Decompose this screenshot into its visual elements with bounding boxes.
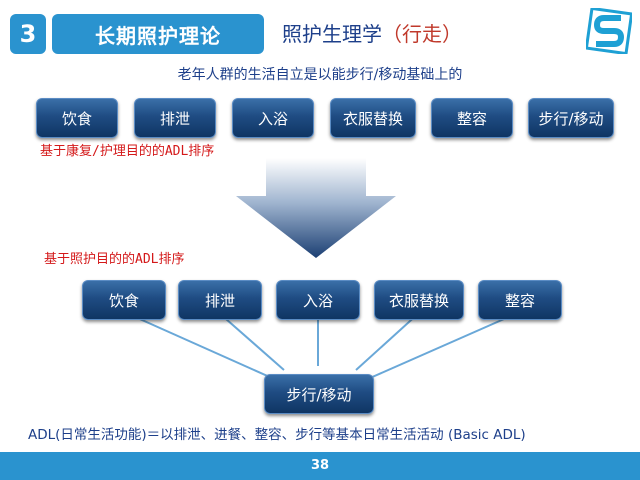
down-arrow-icon: [236, 158, 396, 258]
logo-icon: [586, 8, 632, 54]
page-title-highlight: （行走）: [382, 22, 462, 46]
adl-top-walking: 步行/移动: [528, 98, 614, 138]
adl-bottom-eating: 饮食: [82, 280, 166, 320]
page-title-main: 照护生理学: [282, 22, 382, 46]
section-number-badge: 3: [10, 14, 46, 54]
subheading: 老年人群的生活自立是以能步行/移动基础上的: [177, 67, 463, 83]
adl-top-bathing: 入浴: [232, 98, 314, 138]
page-number: 38: [310, 458, 330, 473]
adl-bottom-grooming: 整容: [478, 280, 562, 320]
adl-bottom-toileting: 排泄: [178, 280, 262, 320]
section-title-banner: 长期照护理论: [52, 14, 264, 54]
page-title: 照护生理学（行走）: [282, 18, 462, 47]
note-care-order: 基于照护目的的ADL排序: [44, 252, 185, 267]
adl-definition: ADL(日常生活功能)＝以排泄、进餐、整容、步行等基本日常生活活动 (Basic…: [28, 427, 526, 443]
bottom-bar: [0, 452, 640, 480]
adl-top-grooming: 整容: [431, 98, 513, 138]
adl-bottom-bathing: 入浴: [276, 280, 360, 320]
note-rehab-order: 基于康复/护理目的的ADL排序: [40, 144, 215, 159]
adl-top-dressing: 衣服替换: [330, 98, 416, 138]
adl-bottom-dressing: 衣服替换: [374, 280, 464, 320]
adl-hub-walking: 步行/移动: [264, 374, 374, 414]
adl-top-toileting: 排泄: [134, 98, 216, 138]
adl-top-eating: 饮食: [36, 98, 118, 138]
